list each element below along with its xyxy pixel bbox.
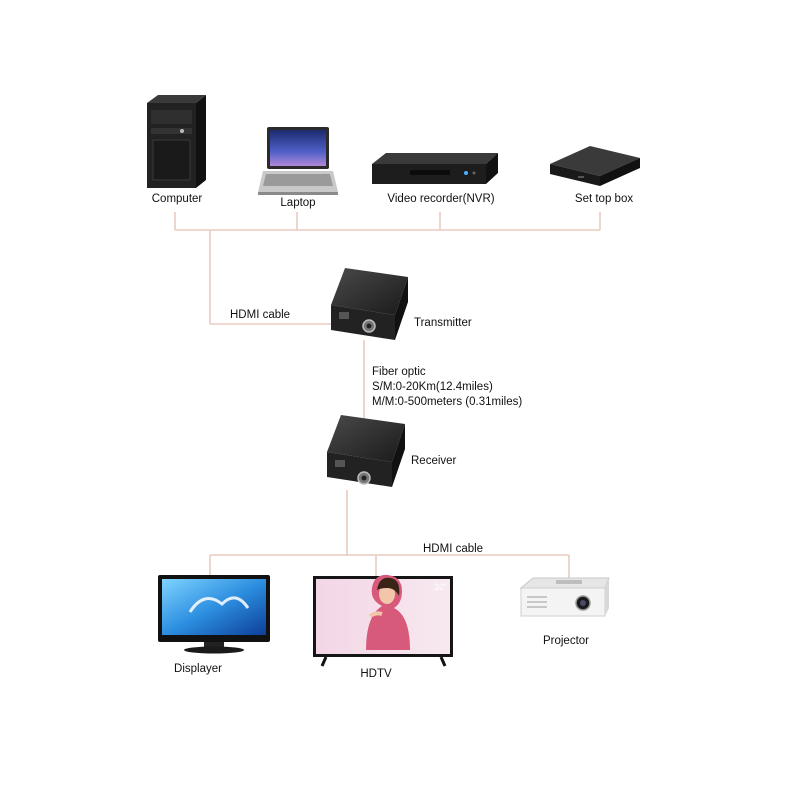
hdtv-label: HDTV xyxy=(360,668,392,680)
fiber-title-label: Fiber optic xyxy=(372,366,426,378)
fiber-transmitter-icon xyxy=(331,268,408,340)
input-cable-label: HDMI cable xyxy=(230,309,291,321)
displayer-label: Displayer xyxy=(174,663,222,675)
set-top-box-icon xyxy=(550,146,640,186)
monitor-icon xyxy=(158,575,270,654)
laptop-icon xyxy=(258,127,338,195)
laptop-label: Laptop xyxy=(280,197,316,209)
projector-icon xyxy=(519,577,610,617)
fiber-receiver-icon xyxy=(327,415,405,487)
receiver-label: Receiver xyxy=(411,455,457,467)
output-cable-label: HDMI cable xyxy=(423,543,484,555)
transmitter-label: Transmitter xyxy=(414,317,472,329)
settop-label: Set top box xyxy=(574,193,634,205)
tv-icon xyxy=(313,574,453,667)
fiber-singlemode-label: S/M:0-20Km(12.4miles) xyxy=(372,381,493,393)
nvr-label: Video recorder(NVR) xyxy=(387,193,495,205)
projector-label: Projector xyxy=(542,635,590,647)
fiber-multimode-label: M/M:0-500meters (0.31miles) xyxy=(372,396,523,408)
computer-label: Computer xyxy=(151,193,203,205)
connector-lines xyxy=(174,212,601,578)
nvr-recorder-icon xyxy=(372,153,498,184)
pc-tower-icon xyxy=(147,95,206,188)
tv-size-badge: 32" xyxy=(434,582,448,592)
tv-person-image xyxy=(366,574,410,650)
